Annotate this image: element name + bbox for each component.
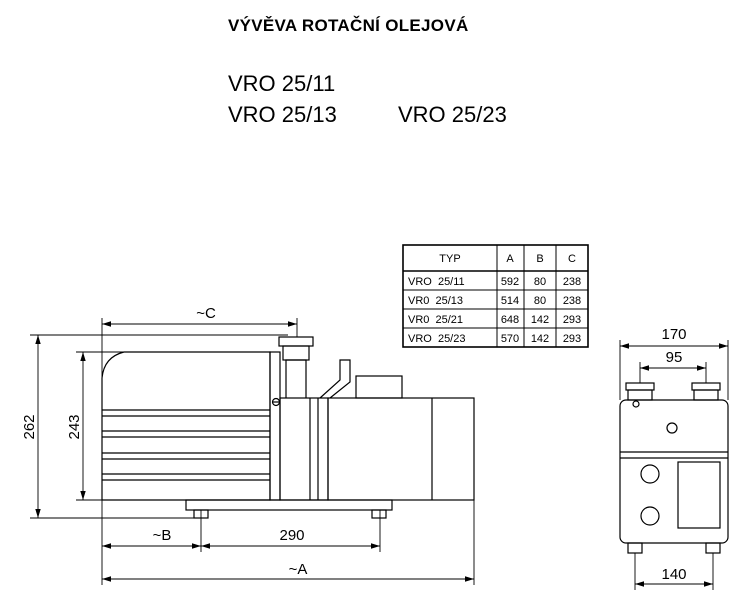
table-header-a: A bbox=[506, 253, 514, 265]
table-cell-c: 238 bbox=[563, 276, 581, 288]
table-cell-typ: VR0 25/21 bbox=[408, 314, 463, 326]
side-view-dimensions bbox=[30, 318, 475, 585]
dim-label-170: 170 bbox=[661, 326, 686, 343]
side-view bbox=[101, 336, 475, 519]
table-header-typ: TYP bbox=[439, 253, 460, 265]
motor-housing bbox=[101, 351, 271, 501]
model-label-25-13: VRO 25/13 bbox=[228, 102, 337, 127]
front-housing bbox=[619, 399, 729, 544]
model-label-25-23: VRO 25/23 bbox=[398, 102, 507, 127]
front-circle-upper bbox=[640, 464, 660, 484]
table-row: VRO 25/23 570 142 293 bbox=[408, 333, 581, 345]
table-header-b: B bbox=[536, 253, 543, 265]
table-cell-a: 592 bbox=[501, 276, 519, 288]
front-circle-lower bbox=[640, 506, 660, 526]
front-window bbox=[677, 461, 721, 529]
outlet-pipe bbox=[319, 359, 351, 399]
table-cell-c: 293 bbox=[563, 333, 581, 345]
table-cell-b: 142 bbox=[531, 314, 549, 326]
table-cell-b: 142 bbox=[531, 333, 549, 345]
table-cell-typ: VRO 25/11 bbox=[408, 276, 465, 288]
inlet-port bbox=[285, 359, 307, 398]
pump-flange bbox=[269, 351, 281, 501]
dimension-table bbox=[402, 244, 589, 348]
dim-label-a: ~A bbox=[289, 561, 308, 578]
table-header-row: TYP A B C bbox=[439, 253, 576, 265]
dim-label-c: ~C bbox=[196, 305, 216, 322]
pump-body bbox=[279, 397, 329, 501]
table-cell-a: 570 bbox=[501, 333, 519, 345]
table-row: VR0 25/13 514 80 238 bbox=[408, 295, 581, 307]
oil-tank bbox=[327, 397, 475, 501]
table-cell-a: 648 bbox=[501, 314, 519, 326]
table-cell-b: 80 bbox=[534, 276, 546, 288]
drawing-title: VÝVĚVA ROTAČNÍ OLEJOVÁ bbox=[228, 16, 469, 35]
table-row: VR0 25/21 648 142 293 bbox=[408, 314, 581, 326]
table-cell-c: 293 bbox=[563, 314, 581, 326]
table-row: VRO 25/11 592 80 238 bbox=[408, 276, 581, 288]
filter-cap bbox=[355, 375, 403, 399]
motor-fins bbox=[102, 409, 270, 481]
table-header-c: C bbox=[568, 253, 576, 265]
dim-label-290: 290 bbox=[279, 527, 304, 544]
front-view-dimensions bbox=[619, 340, 729, 590]
table-cell-b: 80 bbox=[534, 295, 546, 307]
table-cell-c: 238 bbox=[563, 295, 581, 307]
table-cell-typ: VRO 25/23 bbox=[408, 333, 465, 345]
model-label-25-11: VRO 25/11 bbox=[228, 71, 336, 96]
base-plate bbox=[185, 499, 393, 511]
dim-label-262: 262 bbox=[21, 414, 38, 439]
dim-label-b: ~B bbox=[153, 527, 172, 544]
dim-label-243: 243 bbox=[66, 414, 83, 439]
dim-label-140: 140 bbox=[661, 566, 686, 583]
foot-right bbox=[371, 509, 387, 519]
table-cell-typ: VR0 25/13 bbox=[408, 295, 463, 307]
dim-label-95: 95 bbox=[666, 349, 683, 366]
front-view bbox=[619, 382, 729, 554]
table-cell-a: 514 bbox=[501, 295, 519, 307]
